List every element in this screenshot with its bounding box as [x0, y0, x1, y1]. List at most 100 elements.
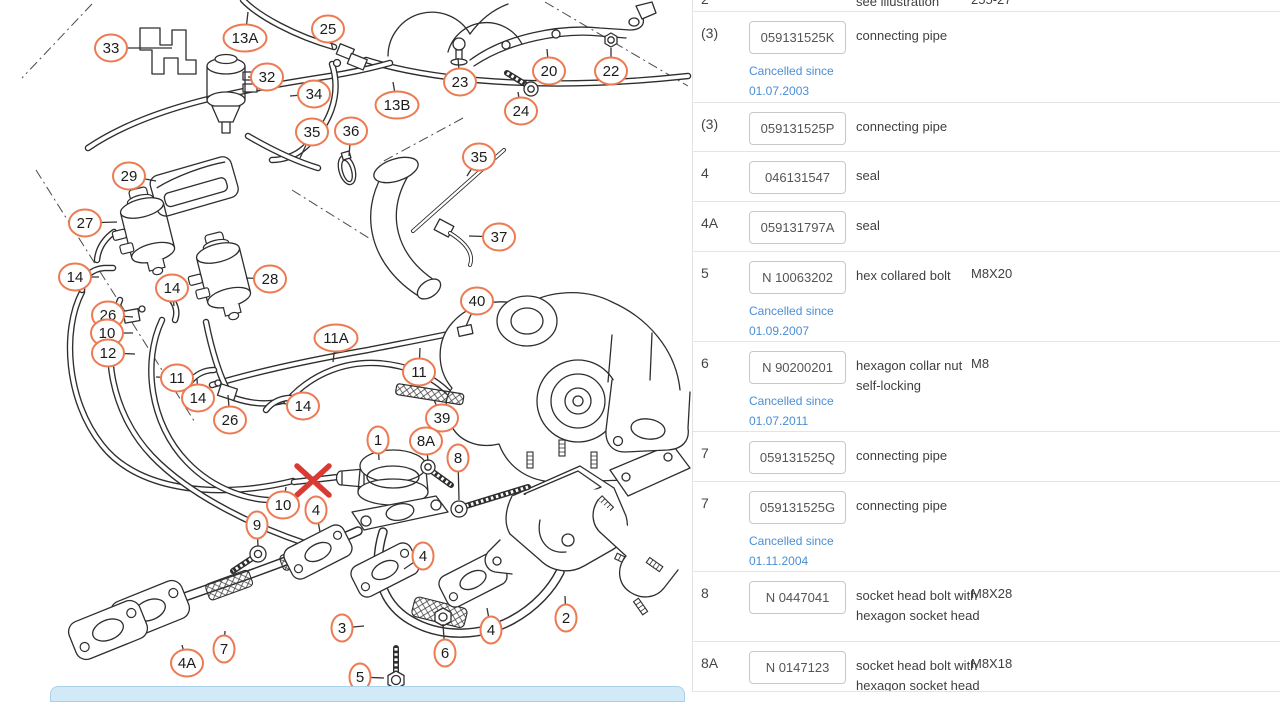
- svg-text:6: 6: [441, 645, 449, 662]
- part-description: connecting pipe: [856, 28, 948, 43]
- callout-bubble-25[interactable]: 25: [311, 14, 345, 44]
- callout-bubble-37[interactable]: 37: [482, 222, 516, 252]
- flange-4a: [64, 596, 152, 664]
- callout-bubble-3[interactable]: 3: [330, 613, 354, 643]
- svg-text:4A: 4A: [178, 655, 196, 672]
- cancelled-label[interactable]: Cancelled since: [749, 304, 834, 318]
- callout-bubble-1[interactable]: 1: [366, 425, 390, 455]
- nut-22: [604, 32, 618, 48]
- frame-line: [291, 189, 373, 241]
- part-number-box[interactable]: N 90200201: [749, 351, 846, 384]
- cancelled-label[interactable]: Cancelled since: [749, 394, 834, 408]
- callout-bubble-10[interactable]: 10: [90, 318, 124, 348]
- callout-bubble-14[interactable]: 14: [286, 391, 320, 421]
- callout-bubble-2[interactable]: 2: [554, 603, 578, 633]
- callout-bubble-36[interactable]: 36: [334, 116, 368, 146]
- callout-bubble-7[interactable]: 7: [212, 634, 236, 664]
- part-number-box[interactable]: 059131525P: [749, 112, 846, 145]
- cancelled-note[interactable]: Cancelled since 01.11.2004: [749, 531, 834, 571]
- cancelled-note[interactable]: Cancelled since 01.07.2003: [749, 61, 834, 101]
- position-number: 5: [701, 265, 709, 281]
- callout-bubble-13b[interactable]: 13B: [374, 90, 420, 120]
- svg-text:2: 2: [562, 610, 570, 627]
- callout-bubble-27[interactable]: 27: [68, 208, 102, 238]
- callout-bubble-26[interactable]: 26: [213, 405, 247, 435]
- callout-bubble-40[interactable]: 40: [460, 286, 494, 316]
- table-row: 5 N 10063202 Cancelled since 01.09.2007 …: [693, 252, 1280, 342]
- callout-bubble-9[interactable]: 9: [245, 510, 269, 540]
- cancelled-label[interactable]: Cancelled since: [749, 534, 834, 548]
- callout-bubble-11[interactable]: 11: [402, 357, 436, 387]
- part-number-box[interactable]: 046131547: [749, 161, 846, 194]
- callout-bubble-14[interactable]: 14: [58, 262, 92, 292]
- svg-text:10: 10: [99, 325, 116, 342]
- table-row: (3) 059131525P connecting pipe: [693, 103, 1280, 152]
- callout-bubble-11a[interactable]: 11A: [313, 323, 359, 353]
- svg-text:26: 26: [222, 412, 239, 429]
- callout-bubble-14[interactable]: 14: [155, 273, 189, 303]
- callout-bubble-4[interactable]: 4: [479, 615, 503, 645]
- callout-bubble-23[interactable]: 23: [443, 67, 477, 97]
- callout-bubble-4[interactable]: 4: [304, 495, 328, 525]
- connector-26b: [214, 379, 239, 402]
- callout-bubble-34[interactable]: 34: [297, 79, 331, 109]
- manifold-2: [484, 439, 679, 616]
- cover-29: [149, 156, 239, 217]
- callout-bubble-39[interactable]: 39: [425, 403, 459, 433]
- svg-text:3: 3: [338, 620, 346, 637]
- hose-top-right: [364, 58, 690, 86]
- callout-bubble-13a[interactable]: 13A: [222, 23, 268, 53]
- callout-bubble-4a[interactable]: 4A: [170, 648, 204, 678]
- callout-bubble-22[interactable]: 22: [594, 56, 628, 86]
- part-number-box[interactable]: N 0147123: [749, 651, 846, 684]
- callout-bubble-24[interactable]: 24: [504, 96, 538, 126]
- position-number: 4: [701, 165, 709, 181]
- svg-text:13A: 13A: [232, 30, 259, 47]
- callout-bubble-10[interactable]: 10: [266, 490, 300, 520]
- parts-diagram: 3313A25232022323413B24353635292737141428…: [21, 0, 692, 692]
- part-description: seal: [856, 168, 880, 183]
- part-number-box[interactable]: 059131797A: [749, 211, 846, 244]
- callout-bubble-20[interactable]: 20: [532, 56, 566, 86]
- callout-bubble-14[interactable]: 14: [181, 383, 215, 413]
- frame-line: [379, 117, 464, 164]
- callout-bubble-11[interactable]: 11: [160, 363, 194, 393]
- connector-25: [332, 43, 368, 71]
- callout-bubble-35[interactable]: 35: [295, 117, 329, 147]
- cancelled-label[interactable]: Cancelled since: [749, 64, 834, 78]
- part-number-box[interactable]: 059131525Q: [749, 441, 846, 474]
- svg-text:11: 11: [411, 364, 427, 381]
- svg-text:24: 24: [513, 103, 530, 120]
- callout-bubble-8a[interactable]: 8A: [409, 426, 443, 456]
- svg-text:27: 27: [77, 215, 94, 232]
- callout-bubble-12[interactable]: 12: [91, 338, 125, 368]
- part-description: connecting pipe: [856, 498, 948, 513]
- svg-text:20: 20: [541, 63, 558, 80]
- red-x-mark: [294, 463, 332, 498]
- part-number-box[interactable]: N 0447041: [749, 581, 846, 614]
- callout-bubble-6[interactable]: 6: [433, 638, 457, 668]
- part-number-box[interactable]: 059131525G: [749, 491, 846, 524]
- position-number: 7: [701, 445, 709, 461]
- part-number-box[interactable]: 059131525K: [749, 21, 846, 54]
- callout-bubble-29[interactable]: 29: [112, 161, 146, 191]
- part-number-box[interactable]: N 10063202: [749, 261, 846, 294]
- cancelled-date[interactable]: 01.07.2011: [749, 414, 809, 428]
- callout-bubble-28[interactable]: 28: [253, 264, 287, 294]
- cancelled-date[interactable]: 01.09.2007: [749, 324, 810, 338]
- svg-text:14: 14: [67, 269, 84, 286]
- callout-bubble-32[interactable]: 32: [250, 62, 284, 92]
- egr-valve-1: [335, 449, 449, 531]
- callout-bubble-33[interactable]: 33: [94, 33, 128, 63]
- part-description: seal: [856, 218, 880, 233]
- cancelled-note[interactable]: Cancelled since 01.09.2007: [749, 301, 834, 341]
- callout-bubble-35[interactable]: 35: [462, 142, 496, 172]
- callout-bubble-8[interactable]: 8: [446, 443, 470, 473]
- part-spec: M8X28: [971, 586, 1013, 601]
- callout-bubble-4[interactable]: 4: [411, 541, 435, 571]
- valve-port-hose: [95, 230, 116, 262]
- bracket-20: [469, 1, 657, 67]
- cancelled-date[interactable]: 01.07.2003: [749, 84, 810, 98]
- cancelled-note[interactable]: Cancelled since 01.07.2011: [749, 391, 834, 431]
- cancelled-date[interactable]: 01.11.2004: [749, 554, 809, 568]
